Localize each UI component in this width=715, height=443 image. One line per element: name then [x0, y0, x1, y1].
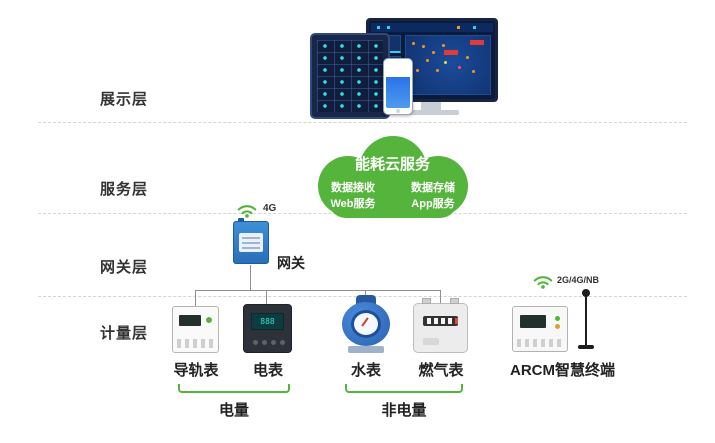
layer-label-gateway: 网关层	[100, 259, 149, 276]
cloud-item-app-service: App服务	[411, 198, 455, 210]
tablet-data-grid	[317, 40, 383, 112]
wifi-4g-icon	[237, 205, 257, 218]
antenna-base	[578, 345, 594, 349]
phone-icon	[383, 58, 413, 115]
cloud-title: 能耗云服务	[354, 156, 430, 173]
rail-meter-led	[206, 317, 212, 323]
map-marker-dots	[412, 42, 415, 45]
gateway-label: 网关	[277, 255, 305, 271]
water-meter-icon	[340, 295, 392, 353]
gateway-wireless-label: 4G	[263, 203, 277, 214]
device-label-arcm: ARCM智慧终端	[510, 362, 615, 379]
gas-meter-badge	[423, 338, 439, 345]
phone-app-screen	[386, 64, 410, 108]
antenna-rod	[585, 296, 587, 346]
device-label-panel-meter: 电表	[252, 362, 283, 379]
rail-meter-icon	[172, 306, 219, 353]
device-label-water-meter: 水表	[350, 362, 381, 379]
dashboard-header	[371, 23, 493, 32]
bracket-electric	[178, 384, 290, 393]
group-label-electric: 电量	[218, 402, 249, 419]
cloud-item-web-service: Web服务	[330, 198, 376, 210]
layer-label-metering: 计量层	[100, 325, 149, 342]
monitor-stand-neck	[421, 102, 441, 110]
gas-meter-pipe-right	[450, 298, 459, 304]
layer-separator	[38, 122, 687, 123]
arcm-led	[555, 316, 560, 321]
gateway-front-panel	[239, 233, 263, 252]
connector-drop-gas-meter	[440, 290, 441, 304]
gas-meter-icon	[413, 298, 468, 353]
phone-home-button	[396, 109, 400, 113]
layer-label-display: 展示层	[100, 91, 149, 108]
cloud-shape	[318, 136, 468, 218]
water-meter-pipe	[348, 346, 384, 353]
monitor-stand-base	[403, 110, 459, 115]
dashboard-map	[405, 35, 491, 95]
gas-meter-counter	[423, 316, 458, 326]
connector-drop-rail-meter	[195, 290, 196, 307]
cloud-item-data-store: 数据存储	[411, 182, 455, 194]
layer-label-service: 服务层	[100, 181, 149, 198]
panel-meter-lcd: 888	[251, 313, 284, 330]
wifi-arcm-icon	[533, 276, 553, 289]
antenna-icon	[582, 289, 590, 297]
connector-bus	[195, 290, 441, 291]
connector-drop-panel-meter	[266, 290, 267, 305]
device-label-gas-meter: 燃气表	[418, 362, 464, 379]
water-meter-cap	[356, 295, 376, 305]
arcm-wireless-label: 2G/4G/NB	[557, 275, 600, 285]
connector-gateway-drop	[250, 265, 251, 291]
arcm-terminals	[517, 339, 563, 347]
arcm-lcd	[520, 315, 546, 328]
gateway-device-icon	[233, 218, 269, 264]
arcm-terminal-icon	[512, 306, 568, 352]
gas-meter-pipe-left	[422, 298, 431, 304]
gateway-antenna-port	[238, 218, 244, 222]
rail-meter-terminals	[177, 339, 214, 348]
tablet-icon	[310, 33, 390, 119]
device-label-rail-meter: 导轨表	[173, 362, 219, 379]
bracket-non-electric	[345, 384, 463, 393]
map-alert-tags	[470, 40, 484, 45]
panel-meter-buttons	[253, 340, 258, 345]
panel-meter-icon: 888	[243, 304, 292, 353]
cloud-item-data-receive: 数据接收	[331, 182, 375, 194]
water-meter-dial	[351, 310, 381, 338]
group-label-non-electric: 非电量	[381, 402, 427, 419]
rail-meter-lcd	[179, 315, 201, 326]
